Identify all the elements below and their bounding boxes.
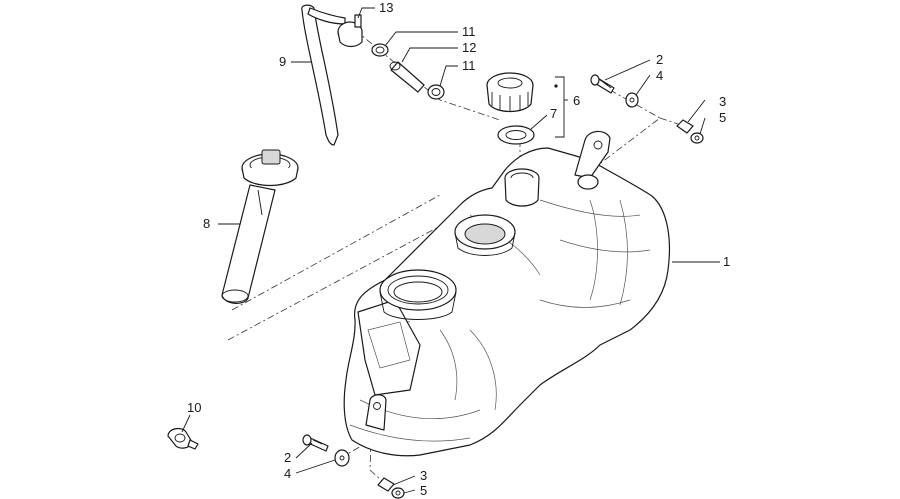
callout-2-lower: 2 <box>284 450 291 465</box>
hose-clamp-upper[interactable] <box>371 43 389 57</box>
spacer-lower[interactable] <box>377 477 395 492</box>
callout-6: 6 <box>573 93 580 108</box>
bolt-upper[interactable] <box>590 74 615 94</box>
callout-11-upper: 11 <box>462 24 476 39</box>
callout-5-lower: 5 <box>420 483 427 498</box>
callout-8: 8 <box>203 216 210 231</box>
bolt-lower[interactable] <box>302 434 329 452</box>
cap-gasket[interactable] <box>497 125 535 145</box>
callout-2-upper: 2 <box>656 52 663 67</box>
spacer-upper[interactable] <box>676 119 694 134</box>
callout-12: 12 <box>462 40 476 55</box>
callout-11-lower: 11 <box>462 58 476 73</box>
callout-10: 10 <box>187 400 201 415</box>
leader-lines <box>181 7 720 494</box>
nut-upper[interactable] <box>690 132 704 144</box>
washer-lower[interactable] <box>334 449 350 467</box>
hose-clip[interactable] <box>167 427 199 450</box>
callout-4-upper: 4 <box>656 68 663 83</box>
breather-hose[interactable] <box>301 4 346 146</box>
callout-9: 9 <box>279 54 286 69</box>
nut-lower[interactable] <box>391 487 405 499</box>
callout-13: 13 <box>379 0 393 15</box>
callout-labels: 1 2 4 3 5 6 7 8 9 10 11 12 11 13 2 4 3 5 <box>187 0 730 498</box>
callout-1: 1 <box>723 254 730 269</box>
fuel-cap[interactable] <box>486 72 534 113</box>
washer-upper[interactable] <box>625 92 639 108</box>
callout-4-lower: 4 <box>284 466 291 481</box>
breather-valve[interactable] <box>337 14 363 48</box>
callout-5-upper: 5 <box>719 110 726 125</box>
fuel-tank[interactable] <box>343 130 671 457</box>
callout-7: 7 <box>550 106 557 121</box>
callout-3-lower: 3 <box>420 468 427 483</box>
fuel-pump-sender[interactable] <box>221 149 299 304</box>
hose-clamp-lower[interactable] <box>427 84 445 100</box>
short-hose[interactable] <box>389 61 425 93</box>
callout-3-upper: 3 <box>719 94 726 109</box>
